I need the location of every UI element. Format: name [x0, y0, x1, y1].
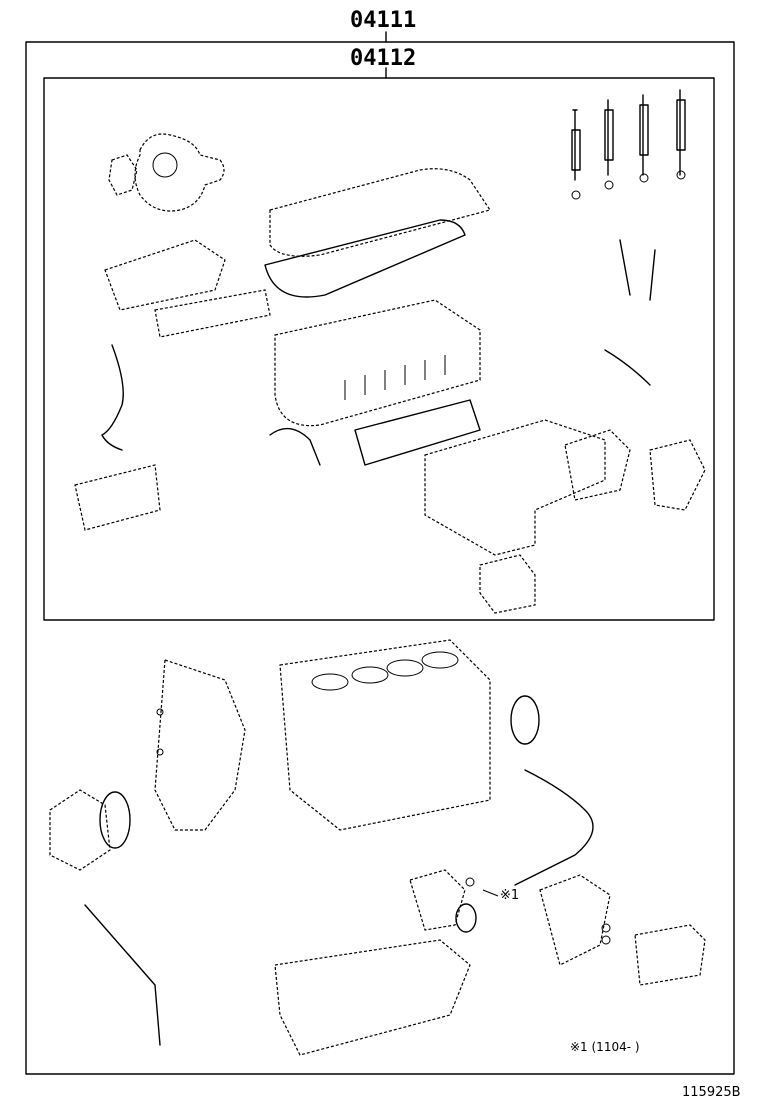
wire-harness-part: [604, 349, 651, 386]
oil-filter-bracket-part: [539, 874, 611, 966]
throttle-body-part: [479, 554, 536, 614]
water-pipe-part: [269, 427, 321, 466]
intake-manifold-part: [424, 419, 606, 556]
turbocharger-part: [108, 133, 225, 212]
illustration-code: 115925B: [682, 1085, 741, 1100]
valve-parts: [619, 239, 656, 301]
egr-bracket-part: [74, 464, 161, 531]
head-gasket-part: [354, 399, 481, 466]
outer-kit-label: 04111: [350, 8, 417, 33]
injector-parts: [571, 89, 686, 200]
manifold-gasket-part: [154, 289, 271, 338]
water-bypass-pipe-part: [514, 769, 594, 886]
o-ring-part: [465, 877, 475, 887]
o-ring-part: [156, 708, 164, 716]
footnote: ※1 (1104- ): [570, 1040, 640, 1054]
water-pump-part: [49, 789, 111, 871]
oil-cooler-part: [634, 924, 706, 986]
o-ring-part: [156, 748, 164, 756]
o-ring-part: [601, 923, 611, 933]
valve-cover-part: [264, 168, 491, 298]
rear-oil-seal-part: [510, 695, 540, 745]
outer-kit-frame: [25, 41, 735, 1075]
thermostat-gasket-part: [455, 903, 477, 933]
note-marker: ※1: [500, 888, 520, 903]
cylinder-head-part: [274, 299, 481, 427]
egr-valve-part: [564, 429, 631, 501]
oil-pipe-part: [101, 344, 124, 451]
timing-cover-part: [154, 659, 246, 831]
oil-pan-part: [274, 939, 471, 1056]
egr-cooler-part: [649, 439, 706, 511]
inner-kit-frame: [43, 77, 715, 621]
o-ring-part: [601, 935, 611, 945]
inner-kit-label: 04112: [350, 46, 417, 71]
water-pump-gasket-part: [99, 791, 131, 849]
engine-block-part: [279, 639, 491, 831]
dipstick-guide-part: [84, 904, 161, 1046]
note-leader: [482, 889, 499, 897]
exhaust-manifold-part: [104, 239, 226, 311]
